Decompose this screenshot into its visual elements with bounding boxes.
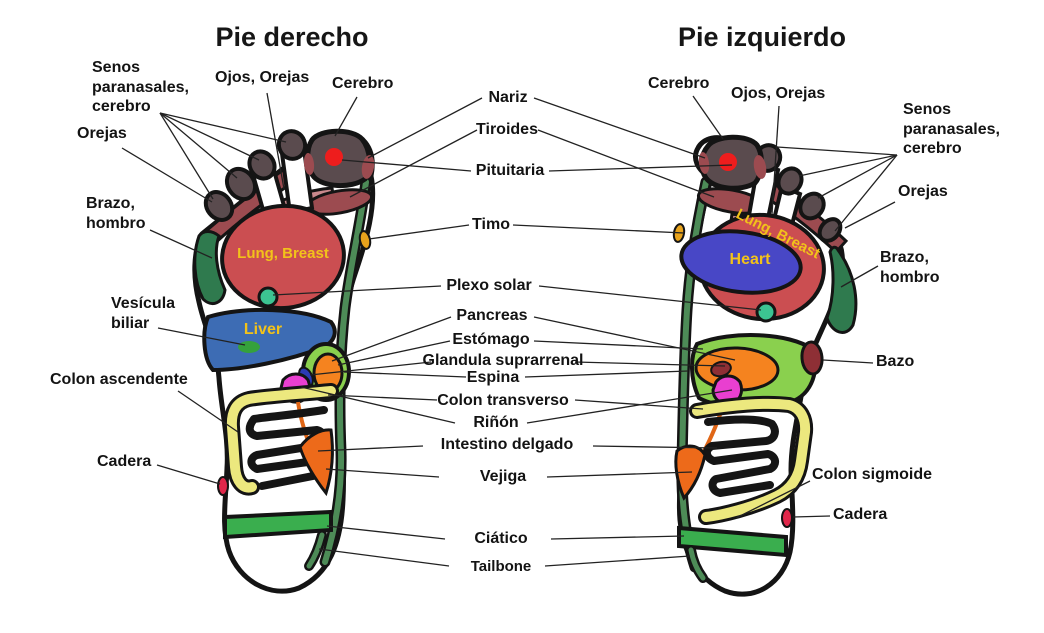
label-senos-left: Senos paranasales, cerebro bbox=[903, 101, 1000, 158]
intestine-squiggle-left bbox=[703, 415, 779, 497]
label-colon-ascendente: Colon ascendente bbox=[50, 371, 188, 388]
label-brazo-right: Brazo, hombro bbox=[86, 195, 146, 232]
colon-right-foot bbox=[226, 386, 336, 493]
label-nariz: Nariz bbox=[488, 89, 528, 106]
label-ojos-right: Ojos, Orejas bbox=[215, 69, 310, 86]
spleen-zone bbox=[800, 340, 824, 376]
title-left-foot: Pie izquierdo bbox=[677, 22, 847, 52]
nose-zone-right bbox=[303, 153, 315, 175]
tailbone-segment-right-fill bbox=[306, 532, 325, 569]
label-tiroides: Tiroides bbox=[476, 121, 538, 138]
sciatic-band-right bbox=[223, 509, 333, 540]
solar-plexus-left bbox=[755, 301, 777, 323]
label-orejas-left: Orejas bbox=[898, 183, 948, 200]
label-ojos-left: Ojos, Orejas bbox=[731, 85, 826, 102]
label-tailbone: Tailbone bbox=[470, 558, 532, 575]
left-foot: Lung, Breast Heart bbox=[672, 134, 858, 597]
tailbone-segment-left-fill bbox=[688, 547, 706, 581]
label-orejas-right: Orejas bbox=[77, 125, 127, 142]
right-foot: Lung, Breast Liver bbox=[192, 128, 376, 594]
toe-4-tip-right bbox=[276, 129, 308, 161]
sciatic-band-left bbox=[677, 525, 788, 558]
toe-4-left bbox=[798, 191, 826, 221]
label-timo: Timo bbox=[472, 216, 510, 233]
lung-breast-text-right: Lung, Breast bbox=[237, 245, 329, 262]
label-glandula-suprarrenal: Glandula suprarrenal bbox=[422, 352, 584, 369]
bladder-zone-right bbox=[298, 428, 334, 497]
label-vesicula-right: Vesícula biliar bbox=[111, 295, 176, 332]
heart-zone bbox=[679, 229, 803, 295]
label-colon-sigmoide: Colon sigmoide bbox=[812, 466, 932, 483]
label-senos-right: Senos paranasales, cerebro bbox=[92, 59, 189, 116]
connector-lines bbox=[121, 92, 898, 567]
title-right-foot: Pie derecho bbox=[215, 22, 369, 52]
label-rinon: Riñón bbox=[473, 414, 519, 431]
label-bazo: Bazo bbox=[876, 353, 915, 370]
label-intestino-delgado: Intestino delgado bbox=[440, 436, 574, 453]
toe-5-left bbox=[817, 217, 843, 243]
nose-zone-right-2 bbox=[361, 155, 375, 179]
hip-dot-right bbox=[217, 476, 229, 496]
label-pituitaria: Pituitaria bbox=[475, 162, 545, 179]
gallbladder-zone bbox=[238, 341, 260, 353]
lung-zone-right bbox=[220, 203, 346, 311]
pituitary-dot-left bbox=[719, 153, 737, 171]
label-cerebro-right: Cerebro bbox=[332, 75, 394, 92]
label-cadera-left: Cadera bbox=[833, 506, 888, 523]
heart-text: Heart bbox=[730, 251, 772, 268]
nose-zone-left bbox=[698, 152, 710, 174]
label-vejiga: Vejiga bbox=[479, 468, 527, 485]
label-espina: Espina bbox=[466, 369, 520, 386]
arm-shoulder-zone-left bbox=[825, 245, 858, 334]
label-ciatico: Ciático bbox=[474, 530, 528, 547]
nose-zone-left-2 bbox=[753, 155, 767, 179]
pituitary-dot-right bbox=[325, 148, 343, 166]
colon-left-foot bbox=[692, 398, 811, 522]
toe-3-tip-left bbox=[776, 166, 804, 196]
label-estomago: Estómago bbox=[452, 331, 530, 348]
label-pancreas: Pancreas bbox=[456, 307, 528, 324]
hip-dot-left bbox=[781, 508, 793, 528]
liver-text: Liver bbox=[244, 321, 282, 338]
label-plexo-solar: Plexo solar bbox=[446, 277, 532, 294]
solar-plexus-right bbox=[257, 286, 279, 308]
label-cadera-right: Cadera bbox=[97, 453, 152, 470]
label-colon-transverso: Colon transverso bbox=[437, 392, 569, 409]
label-brazo-left: Brazo, hombro bbox=[880, 249, 940, 286]
arm-shoulder-zone-right bbox=[193, 230, 227, 306]
label-cerebro-left: Cerebro bbox=[648, 75, 710, 92]
